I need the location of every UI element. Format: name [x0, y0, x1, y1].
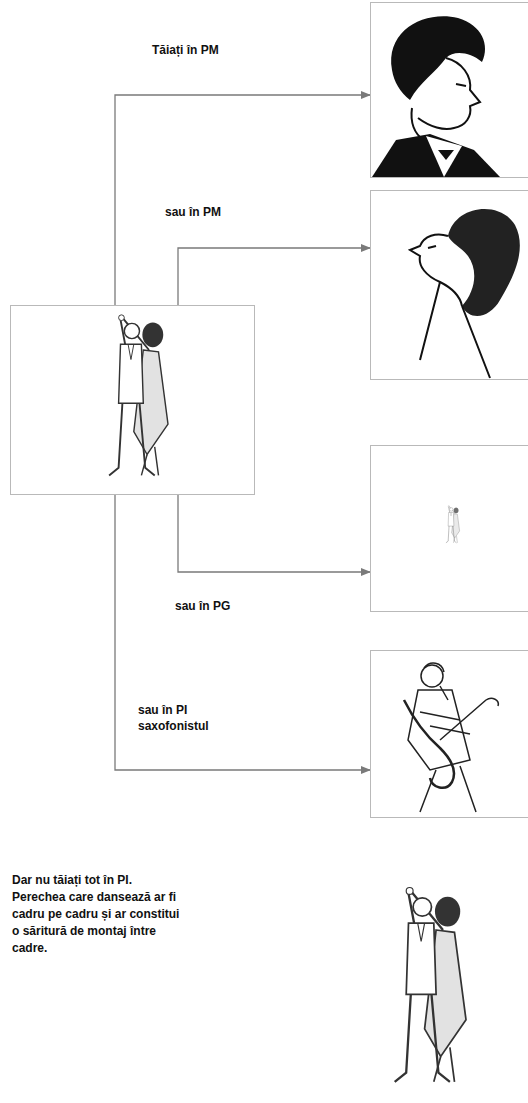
shot-frame — [370, 2, 528, 178]
shot-frame — [370, 190, 528, 380]
dancing-couple-full — [395, 887, 466, 1081]
dancing-couple — [109, 315, 168, 476]
saxophonist — [404, 663, 498, 812]
distant-couple — [446, 506, 460, 543]
cut-arrow — [115, 495, 370, 770]
cut-label: sau în PG — [173, 598, 232, 614]
cut-arrow — [178, 495, 370, 572]
cut-arrow — [178, 248, 370, 305]
woman-face — [410, 209, 520, 378]
shot-frame — [370, 650, 528, 818]
cut-label: sau în PI saxofonistul — [136, 702, 220, 734]
shot-frame — [370, 445, 528, 612]
source-frame — [10, 305, 255, 495]
man-face — [372, 16, 500, 177]
cut-arrow — [115, 95, 370, 305]
cut-label: sau în PM — [163, 204, 223, 220]
cut-label: Tăiați în PM — [150, 42, 221, 58]
note-text: Dar nu tăiați tot în PI. Perechea care d… — [12, 872, 184, 957]
